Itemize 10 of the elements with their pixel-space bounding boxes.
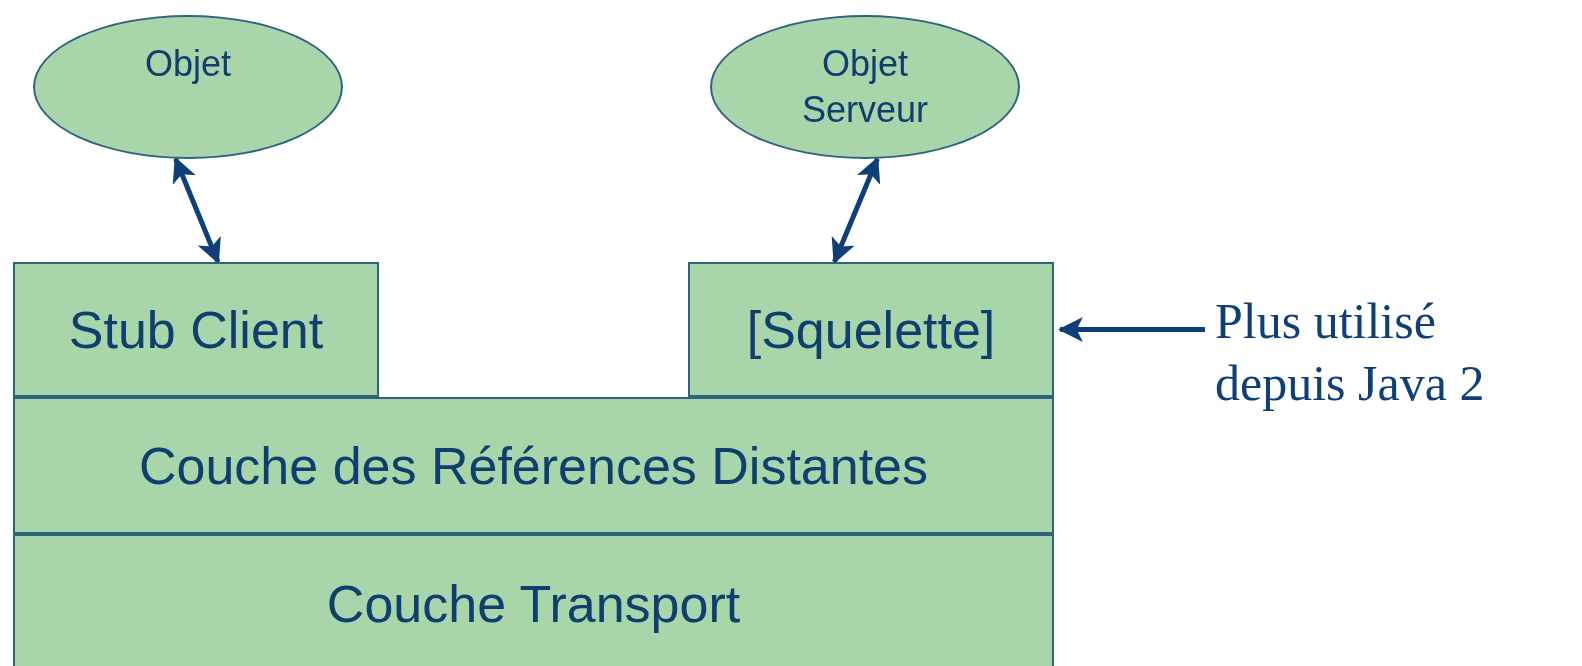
object-ellipse: Objet Serveur bbox=[710, 15, 1020, 159]
layer-box: Couche Transport bbox=[13, 534, 1054, 666]
layer-box: Stub Client bbox=[13, 262, 379, 397]
arrow bbox=[1057, 317, 1205, 342]
double-arrow bbox=[831, 156, 881, 264]
layer-box: Couche des Références Distantes bbox=[13, 397, 1054, 534]
layer-box: [Squelette] bbox=[688, 262, 1054, 397]
note-text: Plus utilisé depuis Java 2 bbox=[1215, 290, 1575, 445]
object-ellipse: Objet bbox=[33, 15, 343, 159]
double-arrow bbox=[172, 156, 221, 264]
